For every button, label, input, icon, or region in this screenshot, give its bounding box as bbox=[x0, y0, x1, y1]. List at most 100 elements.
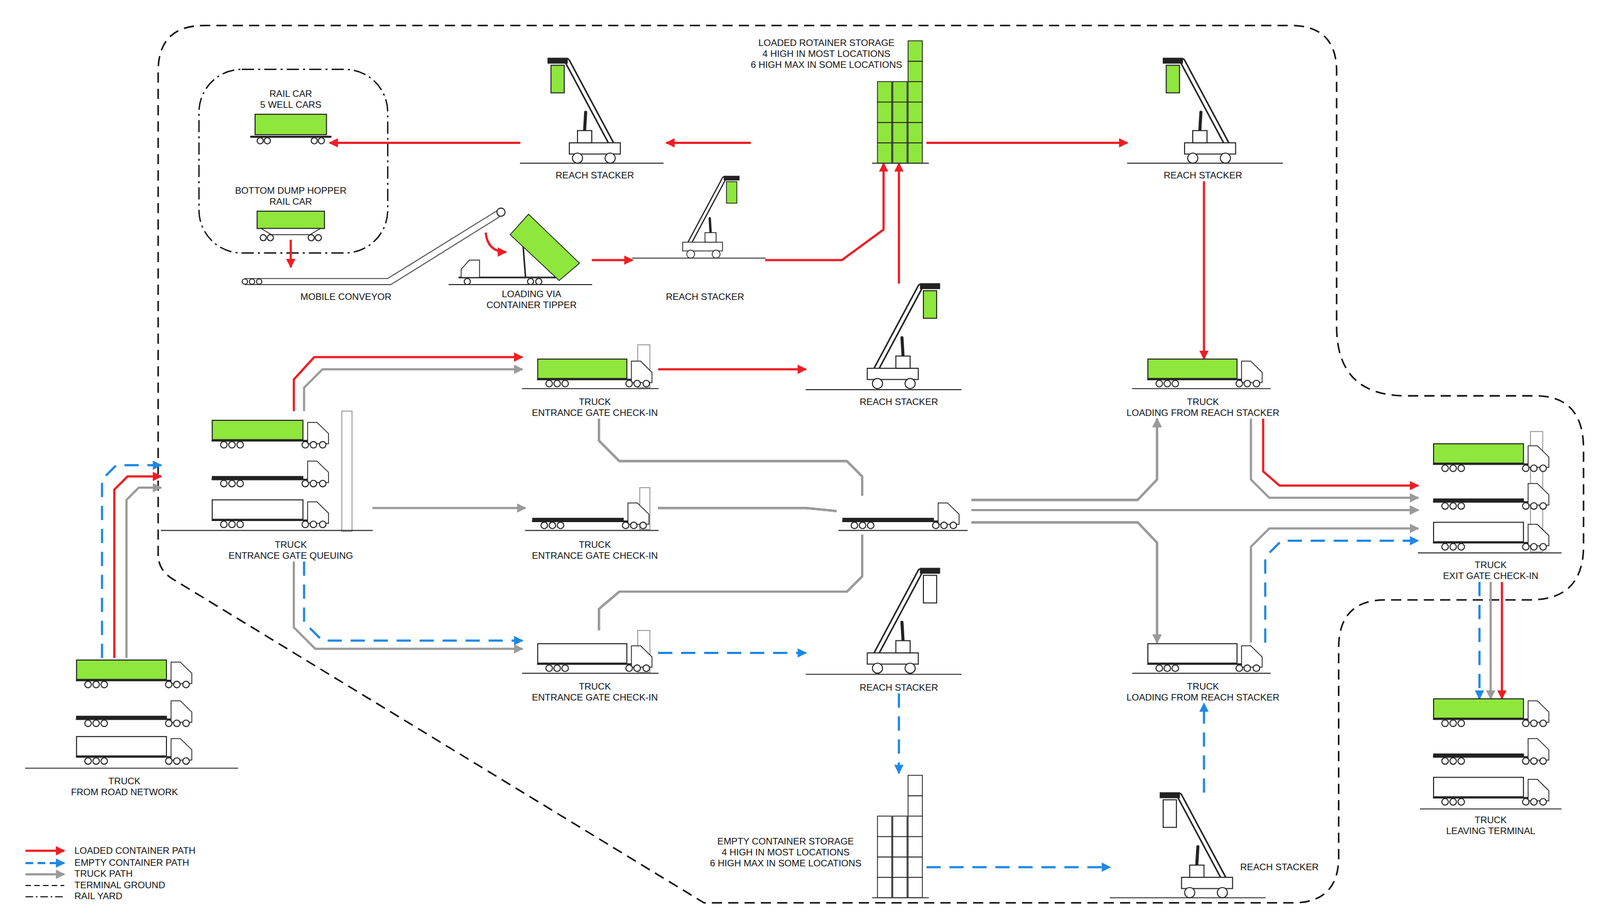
flow-connector bbox=[293, 356, 523, 412]
wheel bbox=[1539, 798, 1547, 806]
stroke-line bbox=[212, 440, 310, 442]
stroke-line bbox=[537, 378, 634, 381]
station-label: REACH STACKER bbox=[859, 396, 939, 408]
station: TRUCKFROM ROAD NETWORK bbox=[25, 657, 239, 799]
box-shape bbox=[877, 836, 892, 857]
truck-icon bbox=[1433, 443, 1550, 472]
box-shape bbox=[923, 290, 937, 319]
box-shape bbox=[1147, 359, 1238, 379]
stroke-line bbox=[1110, 897, 1266, 899]
box-shape bbox=[920, 283, 940, 289]
shape bbox=[1528, 701, 1550, 723]
wheel bbox=[237, 441, 244, 449]
box-shape bbox=[1433, 699, 1524, 719]
shape bbox=[1528, 738, 1550, 761]
box-shape bbox=[1184, 142, 1236, 155]
wheel bbox=[1187, 153, 1199, 164]
wheel bbox=[267, 234, 274, 241]
wheel bbox=[1450, 465, 1457, 472]
wheel bbox=[308, 234, 315, 241]
flow-connector bbox=[657, 368, 806, 371]
wheel bbox=[228, 441, 236, 449]
wheel bbox=[173, 681, 181, 689]
terminal-ground-outline bbox=[158, 25, 1584, 904]
wheel bbox=[1458, 720, 1465, 727]
stroke-line bbox=[687, 178, 725, 247]
wheel bbox=[872, 663, 883, 674]
station-caption: EXIT GATE CHECK-IN bbox=[1442, 570, 1539, 582]
stroke-line bbox=[76, 756, 174, 759]
station-title: TRUCK bbox=[108, 776, 141, 788]
stroke-line bbox=[1433, 796, 1531, 799]
wheel bbox=[1450, 758, 1457, 765]
box-shape bbox=[908, 857, 923, 878]
stroke-line bbox=[522, 388, 658, 390]
station-label: TRUCKENTRANCE GATE QUEUING bbox=[228, 539, 354, 562]
flow-connector bbox=[372, 506, 526, 510]
wheel bbox=[1235, 665, 1243, 672]
outline-layer bbox=[158, 25, 1584, 904]
station-caption: 4 HIGH IN MOST LOCATIONS bbox=[721, 847, 850, 859]
box-shape bbox=[908, 795, 923, 817]
station-title: REACH STACKER bbox=[555, 170, 634, 182]
wheel bbox=[633, 665, 641, 672]
wheel bbox=[173, 720, 181, 727]
wheel bbox=[310, 521, 317, 528]
wheel bbox=[1522, 720, 1529, 727]
flow-connector bbox=[304, 561, 523, 641]
station-label: TRUCKEXIT GATE CHECK-IN bbox=[1442, 559, 1539, 582]
wheel bbox=[904, 378, 916, 390]
legend-text: TRUCK PATH bbox=[74, 868, 133, 880]
station: TRUCKEXIT GATE CHECK-IN bbox=[1418, 431, 1562, 582]
shape bbox=[461, 260, 481, 278]
flow-connector bbox=[101, 465, 161, 658]
box-shape bbox=[867, 653, 918, 665]
station: TRUCKENTRANCE GATE CHECK-IN bbox=[522, 630, 658, 704]
legend-text: LOADED CONTAINER PATH bbox=[74, 845, 196, 857]
station-caption: ENTRANCE GATE CHECK-IN bbox=[532, 407, 658, 419]
stroke-line bbox=[1127, 162, 1283, 164]
station-caption: LEAVING TERMINAL bbox=[1446, 826, 1536, 837]
wheel bbox=[84, 758, 92, 765]
station-label: LOADED ROTAINER STORAGE4 HIGH IN MOST LO… bbox=[751, 37, 903, 71]
station-label: REACH STACKER bbox=[859, 682, 939, 694]
legend-sample bbox=[25, 850, 65, 853]
wheel bbox=[1450, 720, 1457, 727]
wheel bbox=[643, 380, 650, 387]
flow-connector bbox=[1478, 581, 1481, 700]
station-title: LOADED ROTAINER STORAGE bbox=[758, 37, 895, 49]
wheel bbox=[1530, 758, 1538, 765]
stroke-line bbox=[76, 679, 174, 682]
station: EMPTY CONTAINER STORAGE4 HIGH IN MOST LO… bbox=[709, 773, 927, 898]
stroke-line bbox=[212, 478, 310, 481]
box-shape bbox=[908, 41, 923, 62]
wheel bbox=[545, 380, 553, 387]
wheel bbox=[540, 522, 548, 529]
wheel bbox=[93, 681, 100, 689]
station-title: TRUCK bbox=[1186, 681, 1220, 693]
box-shape bbox=[705, 232, 716, 242]
stroke-line bbox=[567, 61, 615, 149]
wheel bbox=[622, 522, 629, 529]
station-title: TRUCK bbox=[578, 396, 611, 408]
box-shape bbox=[877, 122, 892, 143]
station-label: RAIL CAR5 WELL CARS bbox=[260, 88, 322, 111]
station: REACH STACKER bbox=[806, 568, 962, 694]
box-shape bbox=[908, 122, 923, 143]
stroke-line bbox=[1182, 61, 1230, 149]
truck-icon bbox=[212, 499, 329, 528]
wheel bbox=[561, 380, 569, 387]
wheel bbox=[851, 522, 858, 529]
shape bbox=[631, 361, 653, 383]
truck-icon bbox=[1433, 699, 1550, 727]
station-label: TRUCKENTRANCE GATE CHECK-IN bbox=[532, 396, 658, 419]
flow-connector bbox=[598, 418, 1419, 511]
wheel bbox=[1441, 543, 1449, 551]
stroke-line bbox=[25, 767, 239, 770]
hopper-car-icon bbox=[257, 211, 325, 241]
box-shape bbox=[212, 499, 304, 519]
box-shape bbox=[1433, 522, 1524, 542]
wheel bbox=[561, 665, 569, 672]
wheel bbox=[310, 441, 317, 449]
flow-connector bbox=[598, 522, 1158, 643]
